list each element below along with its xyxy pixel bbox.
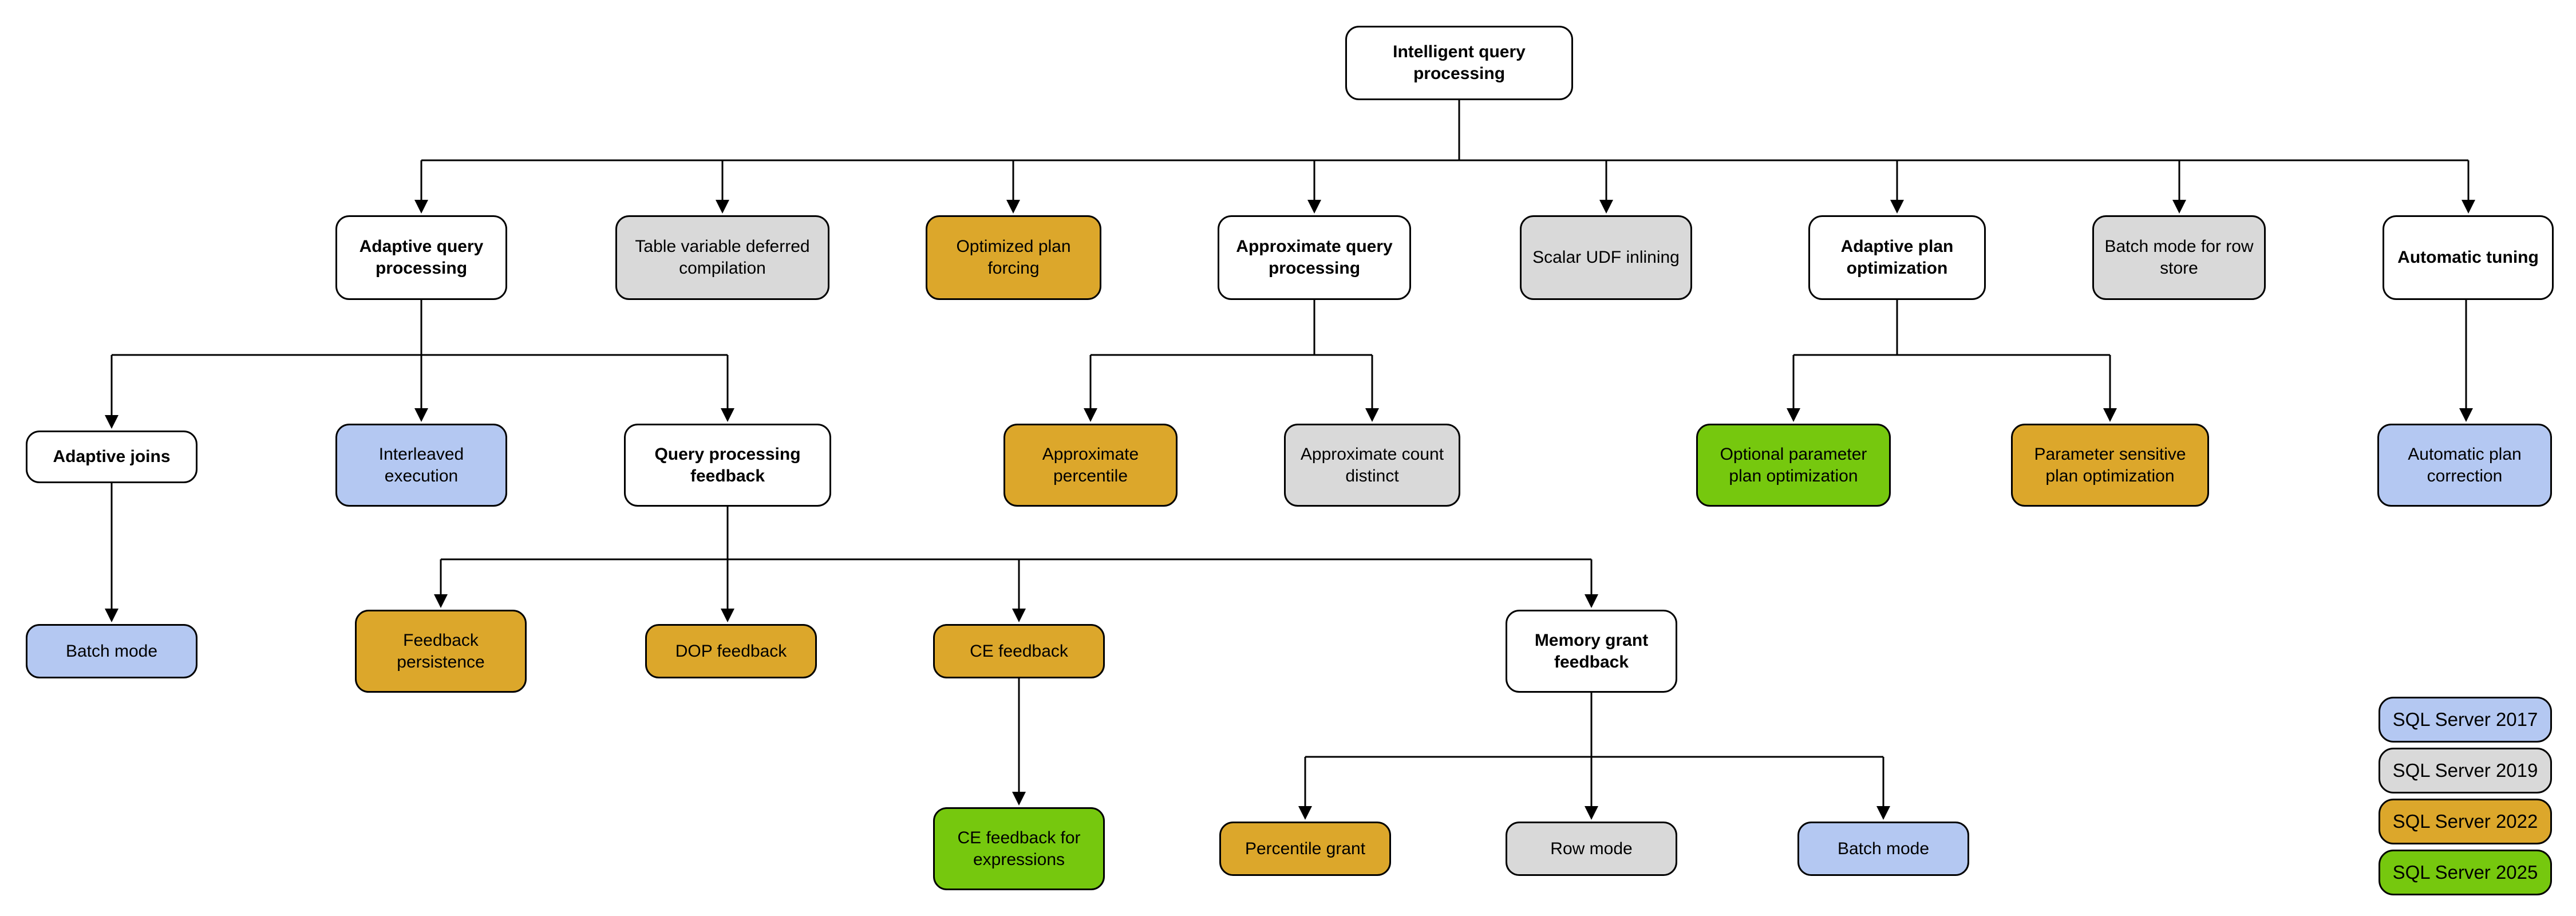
node-table-variable-deferred-compilation: Table variable deferred compilation [615, 215, 829, 300]
node-adaptive-query-processing: Adaptive query processing [335, 215, 507, 300]
node-percentile-grant: Percentile grant [1219, 822, 1391, 876]
node-optimized-plan-forcing: Optimized plan forcing [926, 215, 1101, 300]
node-automatic-plan-correction: Automatic plan correction [2377, 424, 2552, 507]
legend-sql-server-2025: SQL Server 2025 [2379, 850, 2552, 895]
node-approximate-query-processing: Approximate query processing [1218, 215, 1411, 300]
legend-sql-server-2022: SQL Server 2022 [2379, 799, 2552, 844]
node-approximate-count-distinct: Approximate count distinct [1284, 424, 1460, 507]
node-batch-mode-adaptive-joins: Batch mode [26, 624, 197, 678]
node-optional-parameter-plan-optimization: Optional parameter plan optimization [1696, 424, 1891, 507]
node-intelligent-query-processing: Intelligent query processing [1345, 26, 1573, 100]
legend-sql-server-2017: SQL Server 2017 [2379, 697, 2552, 743]
node-adaptive-joins: Adaptive joins [26, 431, 197, 483]
node-ce-feedback-for-expressions: CE feedback for expressions [933, 807, 1105, 890]
node-scalar-udf-inlining: Scalar UDF inlining [1520, 215, 1692, 300]
legend-sql-server-2019: SQL Server 2019 [2379, 748, 2552, 793]
node-approximate-percentile: Approximate percentile [1003, 424, 1178, 507]
node-memory-grant-feedback: Memory grant feedback [1506, 610, 1677, 693]
node-dop-feedback: DOP feedback [645, 624, 817, 678]
node-adaptive-plan-optimization: Adaptive plan optimization [1808, 215, 1986, 300]
node-row-mode: Row mode [1506, 822, 1677, 876]
node-feedback-persistence: Feedback persistence [355, 610, 527, 693]
node-automatic-tuning: Automatic tuning [2383, 215, 2554, 300]
node-interleaved-execution: Interleaved execution [335, 424, 507, 507]
node-parameter-sensitive-plan-optimization: Parameter sensitive plan optimization [2011, 424, 2209, 507]
node-query-processing-feedback: Query processing feedback [624, 424, 831, 507]
node-batch-mode-memory-grant: Batch mode [1797, 822, 1969, 876]
node-batch-mode-for-row-store: Batch mode for row store [2092, 215, 2266, 300]
node-ce-feedback: CE feedback [933, 624, 1105, 678]
